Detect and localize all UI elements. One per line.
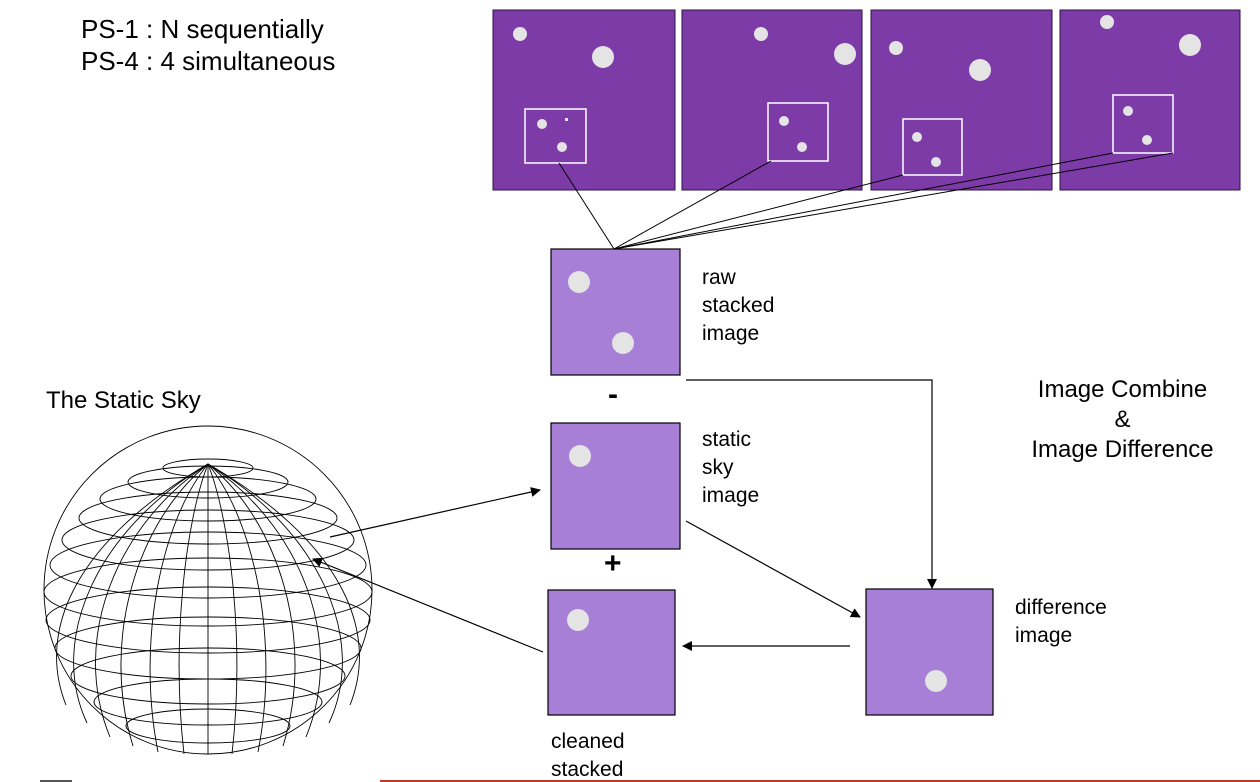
star (612, 332, 634, 354)
process-title-line3: Image Difference (1031, 436, 1214, 463)
star (797, 142, 807, 152)
star (931, 157, 941, 167)
arrow-static-to-difference (685, 520, 861, 618)
arrow-cleaned-to-sky (312, 557, 544, 653)
process-title-line2: & (1114, 406, 1131, 433)
star (565, 118, 568, 121)
cleaned-stacked-panel (547, 589, 676, 716)
process-title-line1: Image Combine (1037, 376, 1208, 403)
star (889, 41, 903, 55)
cleaned-label-line1: cleaned (551, 730, 625, 753)
cutout-box (902, 118, 963, 176)
plus-operator: + (604, 547, 622, 580)
exposure-frame-4 (1059, 9, 1241, 191)
difference-label-line2: image (1015, 624, 1073, 647)
minus-operator: - (608, 378, 618, 411)
legend-ps4: PS-4 : 4 simultaneous (81, 46, 336, 76)
star (779, 116, 789, 126)
static-sky-panel (550, 422, 681, 550)
exposure-frame-2 (681, 9, 863, 191)
star (1179, 34, 1201, 56)
star (754, 27, 768, 41)
difference-panel (865, 588, 994, 716)
star (568, 271, 590, 293)
exposure-frame-1 (492, 9, 676, 191)
flow-arrows (312, 379, 937, 653)
star (567, 609, 589, 631)
cleaned-label-line2: stacked (551, 758, 624, 781)
arrow-raw-to-difference (686, 379, 937, 589)
cutout-box (1112, 94, 1174, 154)
raw-label-line3: image (702, 322, 760, 345)
raw-label-line1: raw (702, 266, 736, 289)
star (537, 119, 547, 129)
star (1142, 135, 1152, 145)
star (592, 46, 614, 68)
star (557, 142, 567, 152)
exposure-frame-3 (870, 9, 1053, 191)
raw-stacked-panel (550, 248, 681, 376)
static-label-line3: image (702, 484, 760, 507)
cutout-box (767, 102, 829, 162)
wireframe-globe-icon (43, 425, 373, 755)
arrow-sky-to-static (329, 487, 541, 538)
star (969, 59, 991, 81)
difference-label-line1: difference (1015, 596, 1107, 619)
static-sky-title: The Static Sky (46, 387, 201, 414)
star (912, 132, 922, 142)
star (925, 670, 947, 692)
star (1100, 15, 1114, 29)
star (834, 43, 856, 65)
star (1123, 106, 1133, 116)
star (569, 445, 591, 467)
raw-label-line2: stacked (702, 294, 775, 317)
star (513, 27, 527, 41)
process-title: Image Combine & Image Difference (990, 375, 1255, 465)
static-label-line1: static (702, 428, 752, 451)
static-label-line2: sky (702, 456, 734, 479)
cutout-box (524, 108, 587, 164)
stacking-lines (558, 152, 1174, 250)
legend-ps1: PS-1 : N sequentially (81, 14, 324, 44)
